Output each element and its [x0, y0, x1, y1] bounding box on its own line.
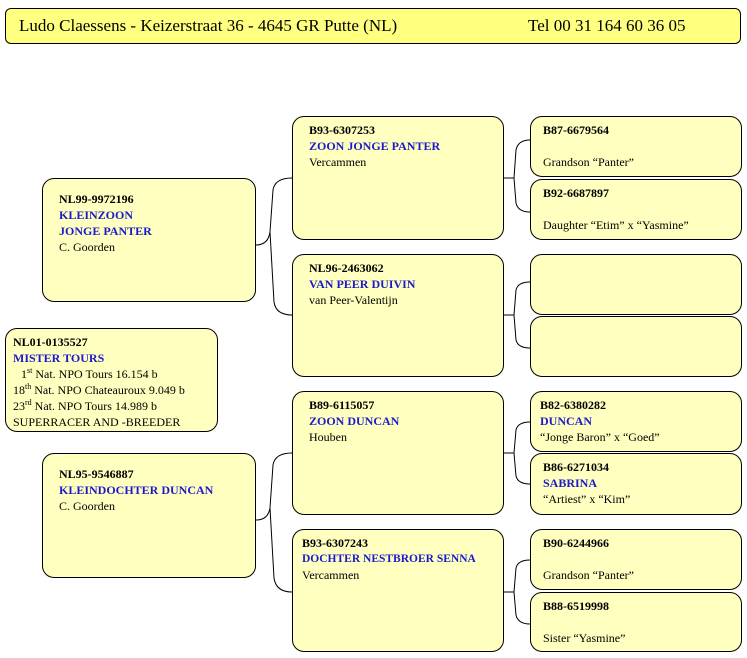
gp3-ring-number: B89-6115057	[309, 398, 375, 412]
main-note: SUPERRACER AND -BREEDER	[13, 415, 181, 429]
gp2-ring-number: NL96-2463062	[309, 261, 384, 275]
ggp1-description: Grandson “Panter”	[543, 155, 634, 169]
main-pigeon-card: NL01-0135527 MISTER TOURS 1st Nat. NPO T…	[5, 328, 218, 432]
ggp2-ring-number: B92-6687897	[543, 186, 609, 200]
great-grandparent-card-1: B87-6679564 Grandson “Panter”	[530, 116, 742, 177]
ggp6-ring-number: B86-6271034	[543, 460, 609, 474]
dam-card: NL95-9546887 KLEINDOCHTER DUNCAN C. Goor…	[42, 453, 256, 578]
grandparent-card-2: NL96-2463062 VAN PEER DUIVIN van Peer-Va…	[292, 254, 504, 377]
sire-name-line2: JONGE PANTER	[59, 224, 152, 238]
ggp8-description: Sister “Yasmine”	[543, 631, 626, 645]
dam-ring-number: NL95-9546887	[59, 467, 134, 481]
gp1-breeder: Vercammen	[309, 155, 367, 169]
gp2-breeder: van Peer-Valentijn	[309, 293, 398, 307]
gp3-name: ZOON DUNCAN	[309, 414, 400, 428]
main-result-1: 1st Nat. NPO Tours 16.154 b	[21, 366, 158, 382]
ggp5-ring-number: B82-6380282	[540, 398, 606, 412]
breeder-name-address: Ludo Claessens - Keizerstraat 36 - 4645 …	[19, 16, 398, 35]
grandparent-card-4: B93-6307243 DOCHTER NESTBROER SENNA Verc…	[292, 529, 504, 652]
great-grandparent-card-3-empty	[530, 254, 742, 315]
ggp2-description: Daughter “Etim” x “Yasmine”	[543, 218, 689, 232]
grandparent-card-1: B93-6307253 ZOON JONGE PANTER Vercammen	[292, 116, 504, 240]
ggp7-ring-number: B90-6244966	[543, 536, 609, 550]
main-result-3: 23rd Nat. NPO Tours 14.989 b	[13, 398, 157, 414]
ggp6-description: “Artiest” x “Kim”	[543, 492, 631, 506]
gp4-name: DOCHTER NESTBROER SENNA	[302, 553, 476, 565]
ggp8-ring-number: B88-6519998	[543, 599, 609, 613]
sire-breeder: C. Goorden	[59, 240, 115, 254]
grandparent-card-3: B89-6115057 ZOON DUNCAN Houben	[292, 391, 504, 515]
gp3-breeder: Houben	[309, 430, 347, 444]
great-grandparent-card-5: B82-6380282 DUNCAN “Jonge Baron” x “Goed…	[530, 391, 742, 452]
main-ring-number: NL01-0135527	[13, 335, 88, 349]
ggp7-description: Grandson “Panter”	[543, 568, 634, 582]
great-grandparent-card-7: B90-6244966 Grandson “Panter”	[530, 529, 742, 590]
great-grandparent-card-8: B88-6519998 Sister “Yasmine”	[530, 592, 742, 652]
gp1-name: ZOON JONGE PANTER	[309, 139, 441, 153]
ggp5-name: DUNCAN	[540, 414, 592, 428]
gp4-breeder: Vercammen	[302, 568, 360, 582]
gp2-name: VAN PEER DUIVIN	[309, 277, 416, 291]
main-result-2: 18th Nat. NPO Chateauroux 9.049 b	[13, 382, 185, 398]
great-grandparent-card-2: B92-6687897 Daughter “Etim” x “Yasmine”	[530, 179, 742, 240]
breeder-telephone: Tel 00 31 164 60 36 05	[528, 16, 686, 35]
sire-name-line1: KLEINZOON	[59, 208, 134, 222]
gp4-ring-number: B93-6307243	[302, 536, 368, 550]
ggp5-description: “Jonge Baron” x “Goed”	[540, 430, 660, 444]
sire-card: NL99-9972196 KLEINZOON JONGE PANTER C. G…	[42, 178, 256, 302]
dam-name: KLEINDOCHTER DUNCAN	[59, 483, 214, 497]
great-grandparent-card-4-empty	[530, 316, 742, 377]
great-grandparent-card-6: B86-6271034 SABRINA “Artiest” x “Kim”	[530, 453, 742, 515]
dam-breeder: C. Goorden	[59, 499, 115, 513]
main-pigeon-name: MISTER TOURS	[13, 351, 105, 365]
header-bar: Ludo Claessens - Keizerstraat 36 - 4645 …	[5, 8, 741, 44]
ggp1-ring-number: B87-6679564	[543, 123, 609, 137]
gp1-ring-number: B93-6307253	[309, 123, 375, 137]
ggp6-name: SABRINA	[543, 476, 598, 490]
sire-ring-number: NL99-9972196	[59, 192, 134, 206]
